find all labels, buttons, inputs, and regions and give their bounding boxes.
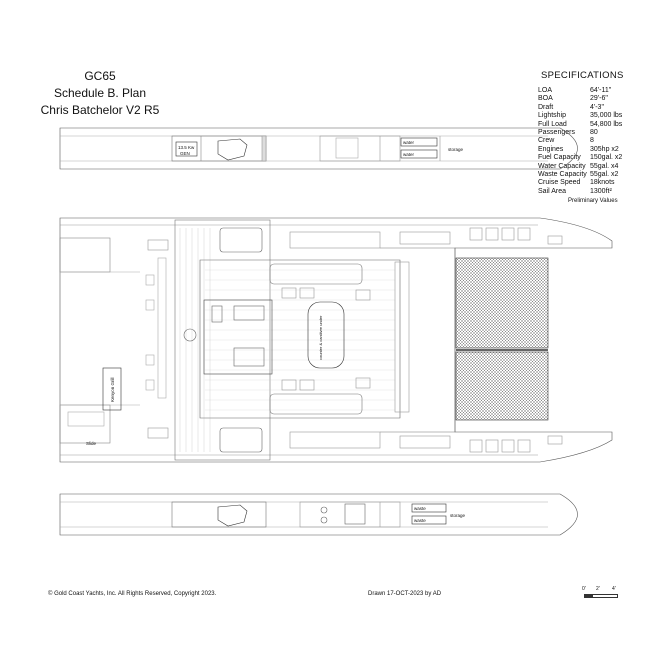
spec-label: Crew	[538, 137, 555, 145]
spec-label: Full Load	[538, 120, 567, 128]
spec-row: Full Load 54,800 lbs	[538, 121, 648, 129]
generator-label: 13.5 Kw	[178, 145, 195, 150]
slide-label: Slide	[86, 441, 97, 446]
spec-label: BOA	[538, 95, 553, 103]
spec-label: Cruise Speed	[538, 179, 581, 187]
spec-value: 1300ft²	[590, 187, 612, 195]
spec-row: Cruise Speed 18knots	[538, 179, 648, 187]
trampoline-net-port	[455, 257, 549, 349]
designer-revision: Chris Batchelor V2 R5	[40, 103, 160, 117]
top-hull-outline	[59, 127, 578, 170]
spec-value: 29'-6"	[590, 95, 608, 103]
bottom-hull-plan	[59, 493, 578, 536]
spec-label: Engines	[538, 145, 564, 153]
water-label-2: water	[403, 152, 415, 157]
spec-label: Sail Area	[538, 187, 567, 195]
spec-rows: LOA 64'-11" BOA 29'-6" Draft 4'-3" Lightship 35…	[538, 87, 648, 196]
spec-row: BOA 29'-6"	[538, 95, 648, 103]
water-tank-2	[400, 149, 438, 159]
spec-label: Lightship	[538, 112, 567, 120]
spec-row: Water Capacity 55gal. x4	[538, 163, 648, 171]
spec-row: Sail Area 1300ft²	[538, 188, 648, 196]
copyright-notice: © Gold Coast Yachts, Inc. All Rights Res…	[48, 591, 217, 597]
spec-row: Draft 4'-3"	[538, 104, 648, 112]
galley-block	[203, 299, 273, 375]
spec-label: Draft	[538, 103, 554, 111]
trampoline-nets	[455, 257, 549, 421]
grill-box	[102, 367, 122, 411]
storage-label-top: storage	[448, 147, 464, 152]
spec-value: 4'-3"	[590, 103, 604, 111]
water-tank-1	[400, 137, 438, 147]
counter-label: counter & cantilvre under	[318, 315, 323, 360]
spec-value: 18knots	[590, 179, 615, 187]
scale-bar: 0' 2' 4'	[582, 586, 618, 600]
water-label-1: water	[403, 140, 415, 145]
trampoline-net-starboard	[455, 351, 549, 421]
generator-label-2: GEN	[180, 151, 190, 156]
bottom-hull-outline	[59, 493, 578, 536]
storage-label-bottom: storage	[450, 513, 466, 518]
plan-name: Schedule B. Plan	[53, 86, 147, 100]
top-hull-plan	[59, 127, 578, 170]
specifications-table: SPECIFICATIONS LOA 64'-11" BOA 29'-6" Draft 4…	[538, 70, 648, 204]
waste-tank-2	[411, 515, 447, 525]
preliminary-note: Preliminary Values	[568, 198, 618, 205]
specifications-heading: SPECIFICATIONS	[541, 70, 624, 81]
spec-value: 35,000 lbs	[590, 112, 623, 120]
saloon-outline	[199, 259, 401, 419]
counter-island	[307, 301, 345, 369]
waste-tank-1	[411, 503, 447, 513]
spec-row: Passengers 80	[538, 129, 648, 137]
spec-value: 8	[590, 137, 594, 145]
waste-label-2: waste	[414, 518, 426, 523]
spec-label: Waste Capacity	[538, 171, 587, 179]
spec-value: 55gal. x2	[590, 171, 619, 179]
generator-box	[175, 141, 198, 157]
spec-row: Lightship 35,000 lbs	[538, 112, 648, 120]
top-hull-engine-shape	[217, 138, 248, 161]
spec-label: LOA	[538, 87, 553, 94]
spec-row: Crew 8	[538, 137, 648, 145]
spec-value: 305hp x2	[590, 145, 619, 153]
spec-value: 54,800 lbs	[590, 120, 623, 128]
title-block: GC65 Schedule B. Plan Chris Batchelor V2…	[30, 68, 170, 119]
main-deck-plan	[59, 217, 613, 463]
scale-tick-4: 4'	[612, 586, 616, 592]
bottom-hull-engine-shape	[217, 504, 248, 527]
spec-label: Water Capacity	[538, 162, 586, 170]
waste-label-1: waste	[414, 506, 426, 511]
spec-label: Fuel Capacity	[538, 154, 581, 162]
spec-row: Fuel Capacity 150gal. x2	[538, 154, 648, 162]
spec-row: Engines 305hp x2	[538, 146, 648, 154]
spec-label: Passengers	[538, 129, 575, 137]
grill-label: Kenyon Grill	[110, 377, 115, 402]
spec-row: LOA 64'-11"	[538, 87, 648, 95]
spec-value: 150gal. x2	[590, 154, 623, 162]
spec-value: 55gal. x4	[590, 162, 619, 170]
scale-tick-2: 2'	[596, 586, 600, 592]
drawn-by-note: Drawn 17-OCT-2023 by AD	[368, 591, 442, 597]
spec-value: 64'-11"	[590, 87, 612, 94]
scale-tick-0: 0'	[582, 586, 586, 592]
spec-value: 80	[590, 129, 598, 137]
model-name: GC65	[84, 69, 116, 83]
